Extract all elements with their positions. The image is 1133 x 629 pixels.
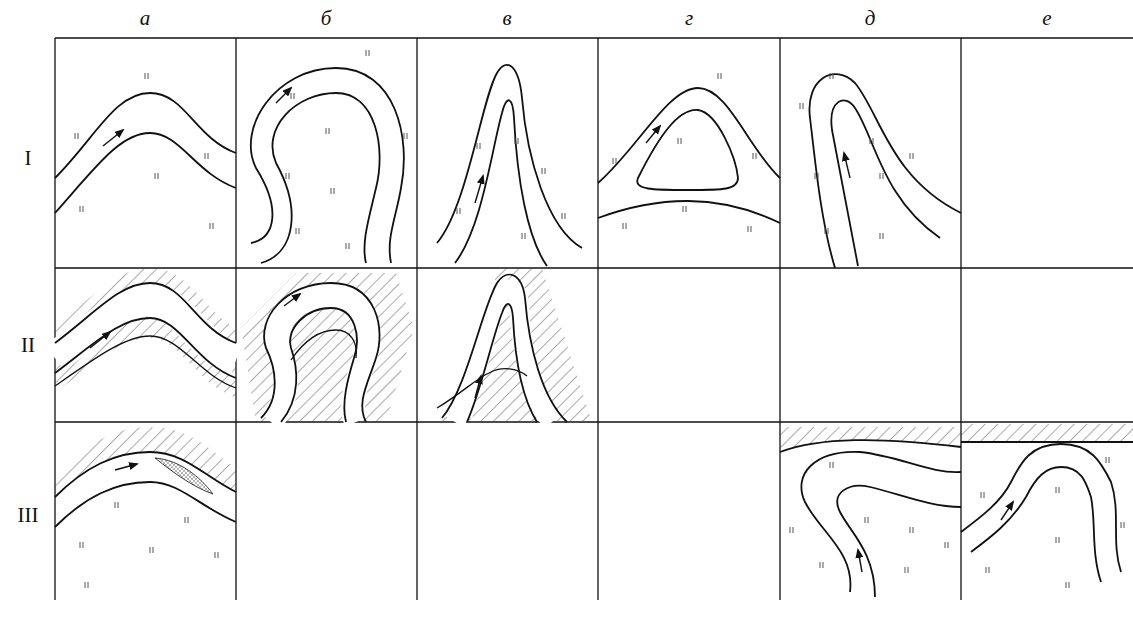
fold-Ig <box>598 73 780 232</box>
column-letter: в <box>502 8 511 29</box>
fold-IIa <box>55 268 236 398</box>
fold-IIId <box>780 427 961 597</box>
fold-IIIe <box>961 424 1133 588</box>
fold-Iv <box>437 65 582 266</box>
fold-IIb <box>241 273 414 422</box>
fold-IIv <box>437 268 592 422</box>
column-letter: б <box>321 8 332 29</box>
row-numeral: I <box>25 148 32 169</box>
row-numeral: III <box>18 505 39 526</box>
column-letter: д <box>865 8 876 29</box>
column-letter: е <box>1042 8 1051 29</box>
fold-Id <box>800 73 961 268</box>
fold-Ia <box>55 73 236 229</box>
row-numeral: II <box>21 335 35 356</box>
fold-Ib <box>251 50 407 263</box>
column-letter: г <box>685 8 693 29</box>
fold-IIIa <box>55 427 236 588</box>
column-letter: а <box>140 8 151 29</box>
table-grid <box>55 38 1133 600</box>
